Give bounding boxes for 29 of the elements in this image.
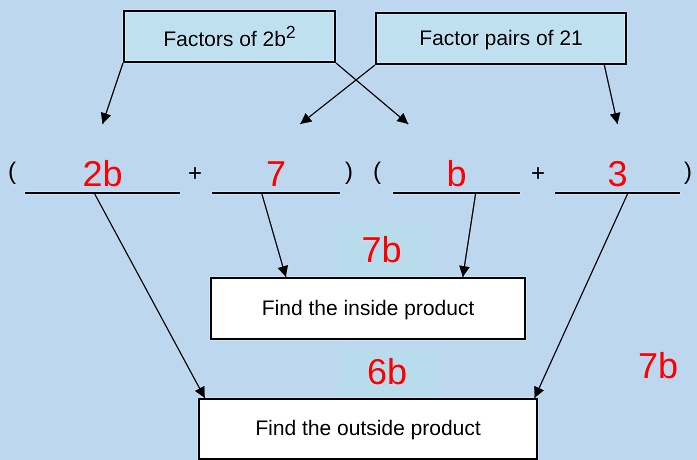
label-text: Factors of 2b$^{2}$ [163,22,296,52]
math-symbol: ( [373,160,381,184]
arrow [604,64,620,124]
answer-text: 7b [361,229,402,271]
arrow [534,194,628,398]
arrow [336,62,409,124]
answer-text: 6b [366,351,408,393]
math-symbol: ) [684,160,692,184]
arrow [100,62,124,124]
label-box [123,10,336,63]
math-symbol: + [188,162,202,186]
label-text: Factor pairs of 21 [419,26,583,50]
answer-text: 7 [266,156,286,192]
answer-text: 2b [82,156,123,192]
arrow [94,194,206,398]
instruction-box [198,398,538,460]
answer-text: 7b [638,348,678,384]
math-symbol: ( [8,160,16,184]
arrow [261,194,288,278]
math-symbol: + [531,162,546,186]
arrow [459,194,476,278]
instruction-text: Find the inside product [262,296,474,320]
label-box [375,12,627,65]
answer-text: b [446,156,467,192]
arrow [300,64,376,125]
instruction-text: Find the outside product [255,417,481,441]
instruction-box [210,277,526,340]
answer-text: 3 [607,156,628,192]
math-symbol: ) [345,160,353,184]
